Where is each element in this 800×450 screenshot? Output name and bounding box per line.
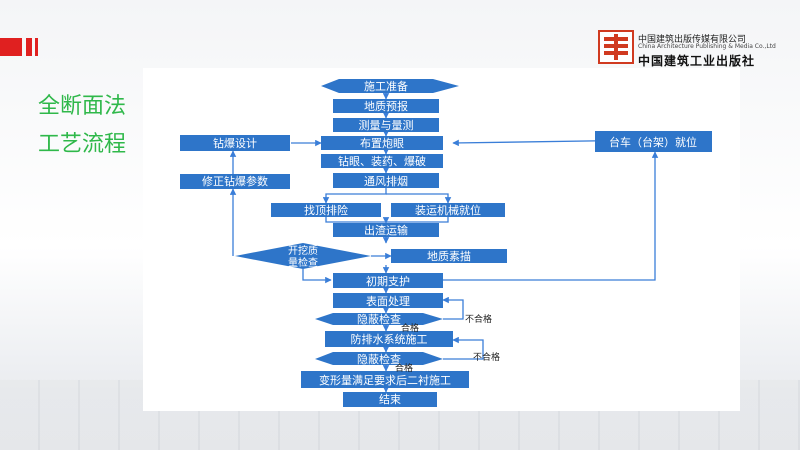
flow-step-label: 出渣运输 <box>364 223 408 237</box>
flow-step-label: 表面处理 <box>366 294 410 308</box>
publisher-name-en: China Architecture Publishing & Media Co… <box>638 43 776 50</box>
flowchart: 施工准备 地质预报 测量与量测 布置炮眼 钻眼、装药、爆破 通风排烟 找顶排险 … <box>180 79 712 407</box>
step-box <box>333 223 439 237</box>
flowchart-canvas: 施工准备 地质预报 测量与量测 布置炮眼 钻眼、装药、爆破 通风排烟 找顶排险 … <box>143 68 740 411</box>
flow-step-label: 通风排烟 <box>364 174 408 188</box>
step-box <box>271 203 381 217</box>
flow-side-label: 钻爆设计 <box>213 136 257 150</box>
fail-label: 不合格 <box>473 351 500 363</box>
flow-check-label-line2: 量检查 <box>288 256 318 269</box>
accent-bar <box>35 38 38 56</box>
step-box <box>333 293 443 308</box>
publisher-emblem-icon <box>598 30 634 64</box>
flow-inspect-label: 隐蔽检查 <box>357 352 401 366</box>
flow-step-label: 初期支护 <box>366 274 410 288</box>
publisher-name-calligraphy: 中国建筑工业出版社 <box>638 54 756 68</box>
start-node <box>321 79 459 93</box>
step-box <box>180 174 290 189</box>
flow-step-label: 变形量满足要求后二衬施工 <box>319 373 451 387</box>
flow-side-label: 修正钻爆参数 <box>202 174 268 188</box>
step-box <box>391 249 507 263</box>
flow-step-label: 钻眼、装药、爆破 <box>338 154 426 168</box>
publisher-name-cn: 中国建筑出版传媒有限公司 <box>638 35 747 45</box>
flow-check-label-line1: 开挖质 <box>288 244 318 257</box>
end-box <box>343 392 437 407</box>
step-box <box>333 99 439 113</box>
flow-inspect-label: 隐蔽检查 <box>357 312 401 326</box>
accent-bar <box>0 38 22 56</box>
step-box <box>180 135 290 151</box>
step-box <box>321 154 443 168</box>
publisher-logo: 中国建筑出版传媒有限公司 China Architecture Publishi… <box>598 30 798 70</box>
slide-title-line1: 全断面法 <box>38 94 127 119</box>
fail-label: 不合格 <box>465 313 492 325</box>
slide-title-line2: 工艺流程 <box>38 132 127 157</box>
step-box <box>301 371 469 388</box>
flow-step-label: 装运机械就位 <box>415 203 481 217</box>
inspect-node <box>315 313 443 325</box>
flow-start-label: 施工准备 <box>364 79 408 93</box>
step-box <box>321 136 443 150</box>
flow-side-label: 台车（台架）就位 <box>609 135 697 149</box>
flow-step-label: 地质预报 <box>364 99 408 113</box>
flow-end-label: 结束 <box>379 393 401 406</box>
step-box <box>333 118 439 132</box>
flow-step-label: 布置炮眼 <box>360 137 404 150</box>
pass-label: 合格 <box>401 322 419 334</box>
step-box <box>333 273 443 288</box>
step-box <box>333 173 439 188</box>
accent-bar <box>26 38 32 56</box>
step-box <box>595 131 712 152</box>
flow-step-label: 地质素描 <box>427 249 471 263</box>
flow-step-label: 测量与量测 <box>359 119 414 132</box>
flow-step-label: 找顶排险 <box>304 203 348 217</box>
step-box <box>325 331 453 347</box>
check-node <box>235 243 371 269</box>
flow-step-label: 防排水系统施工 <box>351 332 428 346</box>
step-box <box>391 203 505 217</box>
inspect-node <box>315 352 443 365</box>
pass-label: 合格 <box>395 362 413 374</box>
